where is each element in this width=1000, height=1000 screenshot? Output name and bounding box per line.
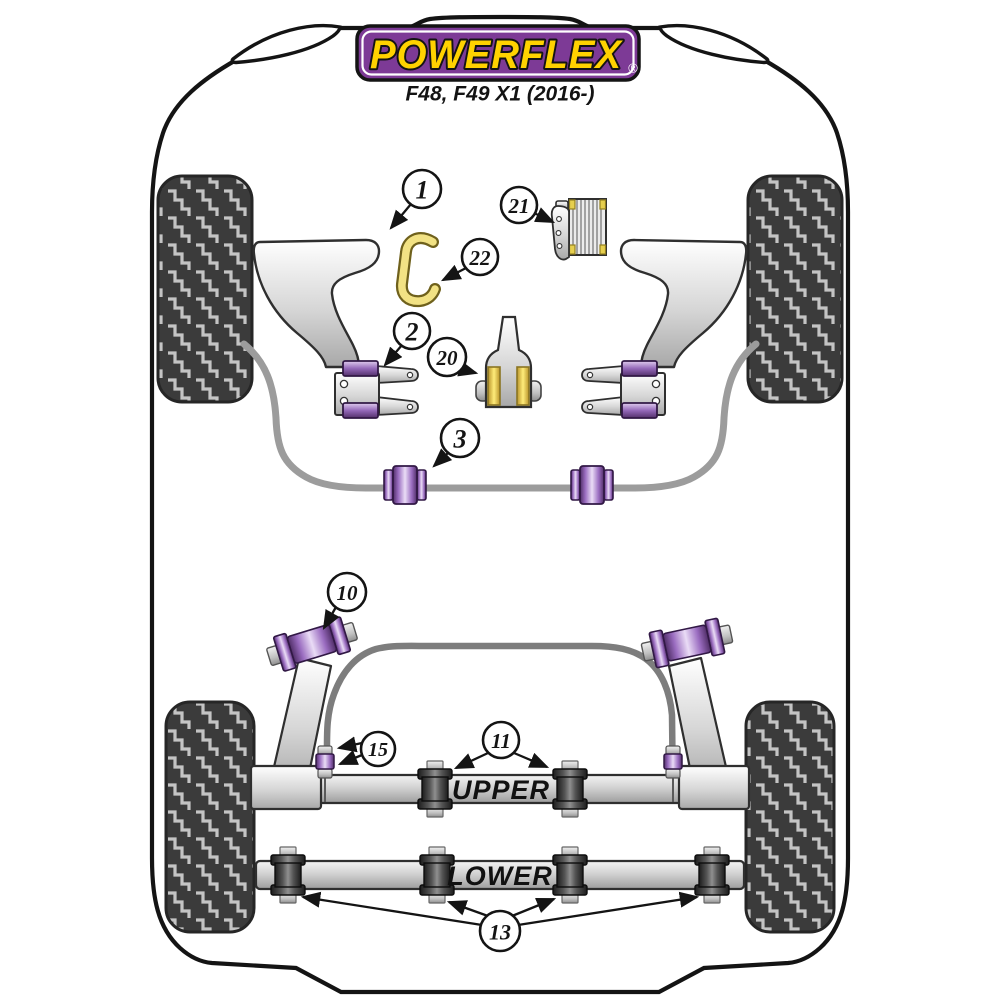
- svg-text:3: 3: [453, 425, 467, 454]
- callout-20-arrow: [457, 360, 479, 377]
- callout-11-arrow-a: [453, 751, 489, 770]
- brand-text: POWERFLEX: [370, 33, 623, 77]
- callout-13: 13: [478, 909, 522, 953]
- brand-logo: POWERFLEX ®: [355, 24, 641, 82]
- front-arm-rear-bracket-right: [581, 360, 666, 419]
- callout-21-arrow: [533, 207, 556, 224]
- upper-arm-bushing-left: [417, 760, 453, 818]
- callout-11: 11: [481, 720, 521, 760]
- front-arb-bushing-left: [383, 465, 427, 505]
- svg-text:2: 2: [405, 318, 419, 347]
- tire-rear-left: [164, 700, 256, 934]
- callout-21: 21: [499, 185, 539, 225]
- callout-13-arrow-b: [511, 897, 557, 918]
- callout-22-arrow: [440, 264, 467, 282]
- svg-text:20: 20: [436, 346, 459, 370]
- callout-10-arrow: [322, 606, 340, 630]
- lower-arm-label: LOWER: [447, 861, 553, 891]
- right-mirror-outline: [658, 23, 770, 65]
- lower-arm-bushing-inner-right: [552, 846, 588, 904]
- callout-22: 22: [460, 237, 500, 277]
- rear-anti-roll-bar: [323, 642, 677, 804]
- front-control-arm-left: [252, 238, 381, 369]
- callouts: 1 21 22 2 20 3 10 15: [326, 168, 539, 953]
- lower-arm-bushing-outer-right: [694, 846, 730, 904]
- rear-arb-link-bushing-left: [315, 745, 335, 779]
- callout-11-arrow-b: [513, 751, 550, 769]
- gear-linkage-bracket-part: [395, 232, 441, 308]
- tire-front-left: [156, 174, 254, 404]
- svg-text:21: 21: [508, 194, 530, 218]
- svg-text:15: 15: [368, 739, 388, 761]
- front-trailing-arm-part: [475, 315, 542, 409]
- front-arm-rear-bracket-left: [334, 360, 419, 419]
- tire-front-right: [746, 174, 844, 404]
- svg-text:1: 1: [416, 176, 429, 205]
- callout-15-arrow-a: [336, 736, 363, 753]
- left-mirror-outline: [230, 23, 342, 65]
- callout-13-arrow-d: [517, 891, 700, 927]
- svg-text:22: 22: [469, 246, 492, 270]
- car-body-outline: [149, 14, 851, 995]
- callout-15: 15: [359, 730, 397, 768]
- callout-1: 1: [401, 168, 443, 210]
- rear-arb-link-bushing-right: [663, 745, 683, 779]
- model-title: F48, F49 X1 (2016-): [405, 83, 594, 106]
- callout-13-arrow-a: [446, 900, 489, 918]
- callout-arrows: [300, 203, 700, 927]
- upper-arm-bushing-right: [552, 760, 588, 818]
- callout-20: 20: [426, 336, 468, 378]
- rear-upper-arm: [249, 764, 751, 811]
- callout-13-arrow-c: [300, 891, 483, 927]
- callout-2-arrow: [383, 344, 403, 367]
- upper-arm-label: UPPER: [452, 775, 550, 805]
- callout-10: 10: [326, 571, 368, 613]
- svg-text:13: 13: [489, 920, 511, 945]
- svg-text:10: 10: [337, 581, 359, 605]
- rear-lower-arm: [254, 859, 746, 891]
- front-arb-bushing-right: [570, 465, 614, 505]
- callout-1-arrow: [389, 203, 412, 230]
- callout-15-arrow-b: [337, 750, 363, 766]
- registered-mark: ®: [628, 61, 638, 76]
- front-anti-roll-bar: [240, 340, 760, 492]
- svg-text:11: 11: [491, 729, 511, 753]
- callout-2: 2: [392, 311, 432, 351]
- front-control-arm-right: [619, 238, 748, 369]
- callout-3-arrow: [432, 448, 453, 468]
- tire-rear-right: [744, 700, 836, 934]
- lower-arm-bushing-outer-left: [270, 846, 306, 904]
- engine-mount-part: [550, 198, 607, 261]
- callout-3: 3: [439, 417, 481, 459]
